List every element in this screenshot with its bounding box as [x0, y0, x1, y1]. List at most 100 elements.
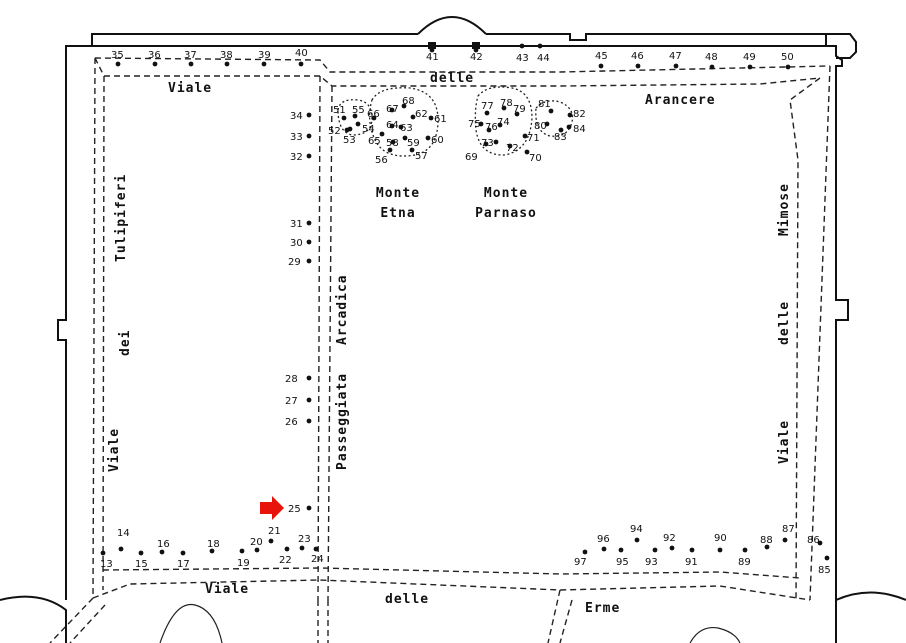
point-23-label: 23: [298, 534, 311, 545]
point-61-label: 61: [434, 114, 447, 125]
point-56-label: 56: [375, 155, 388, 166]
point-34-dot: [306, 112, 312, 118]
point-14-label: 14: [117, 528, 130, 539]
point-59-label: 59: [407, 138, 420, 149]
point-13-dot: [100, 550, 106, 556]
point-70-dot: [524, 149, 530, 155]
point-44-label: 44: [537, 53, 550, 64]
street-viale-left: Viale: [107, 428, 122, 472]
point-35-label: 35: [111, 50, 124, 61]
point-92-dot: [669, 545, 675, 551]
point-88-dot: [764, 544, 770, 550]
point-29-label: 29: [288, 257, 301, 268]
point-93-dot: [652, 547, 658, 553]
point-84-label: 84: [573, 124, 586, 135]
area-monte-etna-2: Etna: [380, 206, 415, 221]
point-69-label: 69: [465, 152, 478, 163]
point-43-label: 43: [516, 53, 529, 64]
point-57-label: 57: [415, 151, 428, 162]
point-17-dot: [180, 550, 186, 556]
point-76-dot: [486, 127, 492, 133]
point-95-dot: [618, 547, 624, 553]
point-29-dot: [306, 258, 312, 264]
point-66-dot: [371, 115, 377, 121]
area-monte-parnaso-2: Parnaso: [475, 206, 537, 221]
point-47-label: 47: [669, 51, 682, 62]
point-77-label: 77: [481, 101, 494, 112]
point-66-label: 66: [367, 109, 380, 120]
street-arancere: Arancere: [645, 93, 716, 108]
point-63-dot: [398, 124, 404, 130]
point-73-label: 73: [481, 138, 494, 149]
point-17-label: 17: [177, 559, 190, 570]
street-delle-top: delle: [430, 71, 474, 86]
point-59-dot: [402, 135, 408, 141]
point-20-label: 20: [250, 537, 263, 548]
point-43-dot: [519, 43, 525, 49]
point-27-label: 27: [285, 396, 298, 407]
point-37-dot: [188, 61, 194, 67]
point-78-label: 78: [500, 98, 513, 109]
point-36-dot: [152, 61, 158, 67]
point-18-dot: [209, 548, 215, 554]
point-55-label: 55: [352, 105, 365, 116]
point-24-dot: [313, 546, 319, 552]
area-labels: Monte Etna Monte Parnaso: [376, 186, 537, 221]
point-33-label: 33: [290, 132, 303, 143]
point-60-dot: [425, 135, 431, 141]
point-71-dot: [522, 133, 528, 139]
point-61-dot: [428, 115, 434, 121]
point-60-label: 60: [431, 135, 444, 146]
point-65-label: 65: [368, 136, 381, 147]
point-27-dot: [306, 397, 312, 403]
point-21-label: 21: [268, 526, 281, 537]
point-90-label: 90: [714, 533, 727, 544]
point-26-dot: [306, 418, 312, 424]
point-85-label: 85: [818, 565, 831, 576]
point-65-dot: [379, 131, 385, 137]
point-80-dot: [544, 121, 550, 127]
point-51-dot: [341, 115, 347, 121]
point-90-dot: [717, 547, 723, 553]
point-62-label: 62: [415, 109, 428, 120]
point-79-label: 79: [513, 104, 526, 115]
point-19-label: 19: [237, 558, 250, 569]
point-26-label: 26: [285, 417, 298, 428]
point-32-dot: [306, 153, 312, 159]
point-30-label: 30: [290, 238, 303, 249]
point-50-dot: [785, 64, 791, 70]
point-79-dot: [514, 111, 520, 117]
point-72-dot: [507, 143, 513, 149]
point-82-label: 82: [573, 109, 586, 120]
point-24-label: 24: [311, 554, 324, 565]
point-83-dot: [558, 127, 564, 133]
point-25-dot: [306, 505, 312, 511]
point-74-label: 74: [497, 117, 510, 128]
point-92-label: 92: [663, 533, 676, 544]
point-50-label: 50: [781, 52, 794, 63]
point-53-label: 53: [343, 135, 356, 146]
point-86-label: 86: [807, 535, 820, 546]
point-82-dot: [567, 112, 573, 118]
point-15-dot: [138, 550, 144, 556]
area-monte-etna-1: Monte: [376, 186, 420, 201]
point-45-label: 45: [595, 51, 608, 62]
street-viale-right: Viale: [777, 420, 792, 464]
point-30-dot: [306, 239, 312, 245]
point-49-dot: [747, 64, 753, 70]
point-49-label: 49: [743, 52, 756, 63]
point-81-label: 81: [538, 99, 551, 110]
point-78-dot: [501, 105, 507, 111]
street-viale-top: Viale: [168, 81, 212, 96]
point-18-label: 18: [207, 539, 220, 550]
point-16-label: 16: [157, 539, 170, 550]
point-23-dot: [299, 545, 305, 551]
point-35-dot: [115, 61, 121, 67]
point-38-label: 38: [220, 50, 233, 61]
point-45-dot: [598, 63, 604, 69]
point-40-label: 40: [295, 48, 308, 59]
point-89-dot: [742, 547, 748, 553]
point-46-dot: [635, 63, 641, 69]
point-56-dot: [387, 147, 393, 153]
point-67-label: 67: [386, 104, 399, 115]
